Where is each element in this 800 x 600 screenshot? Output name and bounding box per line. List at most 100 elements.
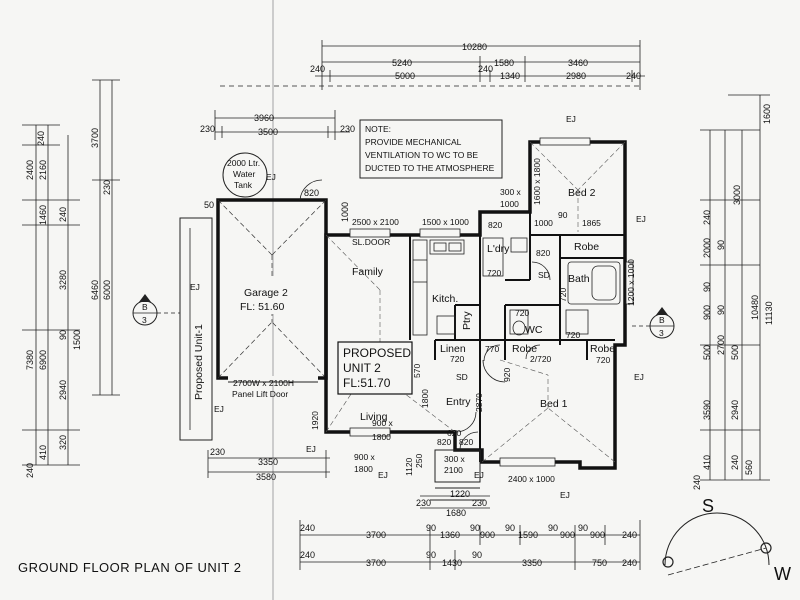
svg-text:240: 240 — [36, 131, 46, 146]
svg-text:820: 820 — [437, 437, 451, 447]
svg-text:720: 720 — [487, 268, 501, 278]
dim-top-3-a: 240 — [310, 64, 325, 74]
svg-text:90: 90 — [470, 523, 480, 533]
svg-text:2400: 2400 — [25, 160, 35, 180]
svg-text:820: 820 — [304, 188, 319, 198]
svg-text:2/720: 2/720 — [530, 354, 552, 364]
svg-text:750: 750 — [592, 558, 607, 568]
svg-text:NOTE:: NOTE: — [365, 124, 391, 134]
svg-text:EJ: EJ — [266, 172, 276, 182]
sliding-door-label: SL.DOOR — [352, 237, 390, 247]
svg-text:3350: 3350 — [258, 457, 278, 467]
compass-south-label: S — [702, 496, 714, 516]
svg-text:90: 90 — [58, 330, 68, 340]
section-marker-right: B 3 — [632, 307, 675, 339]
svg-text:B: B — [142, 302, 148, 312]
dim-garage-top: 3960 — [254, 113, 274, 123]
svg-text:770: 770 — [485, 344, 499, 354]
svg-text:410: 410 — [38, 445, 48, 460]
drawing-title: GROUND FLOOR PLAN OF UNIT 2 — [18, 560, 241, 575]
svg-text:90: 90 — [702, 282, 712, 292]
svg-text:EJ: EJ — [566, 114, 576, 124]
svg-text:7380: 7380 — [25, 350, 35, 370]
smoke-detector-b: SD — [456, 372, 468, 382]
svg-text:900: 900 — [590, 530, 605, 540]
dim-top-2-c: 3460 — [568, 58, 588, 68]
svg-text:6000: 6000 — [102, 280, 112, 300]
svg-text:300 x: 300 x — [500, 187, 522, 197]
expansion-joint-markers: EJ EJ EJ EJ EJ EJ EJ EJ EJ EJ — [190, 114, 646, 500]
windows — [349, 137, 634, 467]
svg-text:2000: 2000 — [702, 238, 712, 258]
svg-text:900 x: 900 x — [372, 418, 394, 428]
svg-text:240: 240 — [300, 550, 315, 560]
svg-text:6460: 6460 — [90, 280, 100, 300]
water-tank: 2000 Ltr. Water Tank — [222, 152, 268, 198]
svg-text:820: 820 — [536, 248, 550, 258]
svg-text:1500 x 1000: 1500 x 1000 — [422, 217, 469, 227]
room-laundry: L'dry — [487, 243, 510, 255]
room-bath: Bath — [568, 273, 590, 285]
svg-text:90: 90 — [716, 240, 726, 250]
svg-text:820: 820 — [488, 220, 502, 230]
svg-text:900 x: 900 x — [354, 452, 376, 462]
svg-text:240: 240 — [622, 530, 637, 540]
svg-text:3700: 3700 — [366, 558, 386, 568]
svg-text:720: 720 — [566, 330, 580, 340]
proposed-unit-box: PROPOSED UNIT 2 FL:51.70 — [337, 341, 413, 395]
interior-walls — [409, 212, 625, 462]
svg-text:90: 90 — [472, 550, 482, 560]
garage-door-size: 2700W x 2100H — [233, 378, 294, 388]
svg-text:6900: 6900 — [38, 350, 48, 370]
svg-text:EJ: EJ — [306, 444, 316, 454]
svg-text:PROPOSED: PROPOSED — [343, 346, 411, 360]
svg-text:EJ: EJ — [190, 282, 200, 292]
svg-text:1460: 1460 — [38, 205, 48, 225]
svg-text:1200 x 1000: 1200 x 1000 — [626, 259, 636, 306]
svg-text:EJ: EJ — [560, 490, 570, 500]
svg-text:900: 900 — [560, 530, 575, 540]
svg-text:300 x: 300 x — [444, 454, 466, 464]
dim-garage-a: 230 — [200, 124, 215, 134]
svg-text:1360: 1360 — [440, 530, 460, 540]
bottom-dimension-labels: 230 3350 3580 230 1220 230 1680 240 3700… — [210, 447, 637, 568]
smoke-detector-a: SD — [538, 270, 550, 280]
dim-top-3-c: 240 — [478, 64, 493, 74]
svg-text:90: 90 — [548, 523, 558, 533]
svg-text:720: 720 — [558, 288, 568, 302]
door-swings — [455, 261, 551, 451]
svg-text:240: 240 — [730, 455, 740, 470]
svg-text:410: 410 — [702, 455, 712, 470]
svg-text:230: 230 — [472, 498, 487, 508]
dim-garage-b: 3500 — [258, 127, 278, 137]
svg-text:2870: 2870 — [474, 393, 484, 412]
svg-text:3: 3 — [659, 328, 664, 338]
svg-text:720: 720 — [450, 354, 464, 364]
top-dimension-labels: 10280 5240 1580 3460 240 5000 240 1340 2… — [200, 42, 641, 137]
svg-text:2000 Ltr.: 2000 Ltr. — [227, 158, 260, 168]
svg-text:1800: 1800 — [354, 464, 373, 474]
svg-text:560: 560 — [744, 460, 754, 475]
svg-text:720: 720 — [596, 355, 610, 365]
room-entry: Entry — [446, 396, 471, 408]
svg-text:90: 90 — [426, 550, 436, 560]
svg-text:1430: 1430 — [442, 558, 462, 568]
svg-text:3700: 3700 — [366, 530, 386, 540]
svg-text:2700: 2700 — [716, 335, 726, 355]
svg-text:230: 230 — [210, 447, 225, 457]
svg-text:90: 90 — [716, 305, 726, 315]
svg-text:DUCTED TO THE ATMOSPHERE: DUCTED TO THE ATMOSPHERE — [365, 163, 495, 173]
garage: Garage 2 FL: 51.60 2700W x 2100H Panel L… — [204, 179, 350, 399]
svg-text:620: 620 — [447, 428, 461, 438]
house-walls — [324, 140, 627, 470]
room-robe-b: Robe — [590, 343, 615, 355]
dim-overall-width: 10280 — [462, 42, 487, 52]
adjacent-unit-label: Proposed Unit-1 — [193, 324, 205, 400]
svg-text:1600: 1600 — [762, 104, 772, 124]
room-pantry: Ptry — [461, 311, 473, 330]
top-dimensions — [214, 40, 645, 140]
svg-text:1120: 1120 — [404, 457, 414, 476]
svg-text:VENTILATION TO WC TO BE: VENTILATION TO WC TO BE — [365, 150, 478, 160]
svg-text:EJ: EJ — [636, 214, 646, 224]
